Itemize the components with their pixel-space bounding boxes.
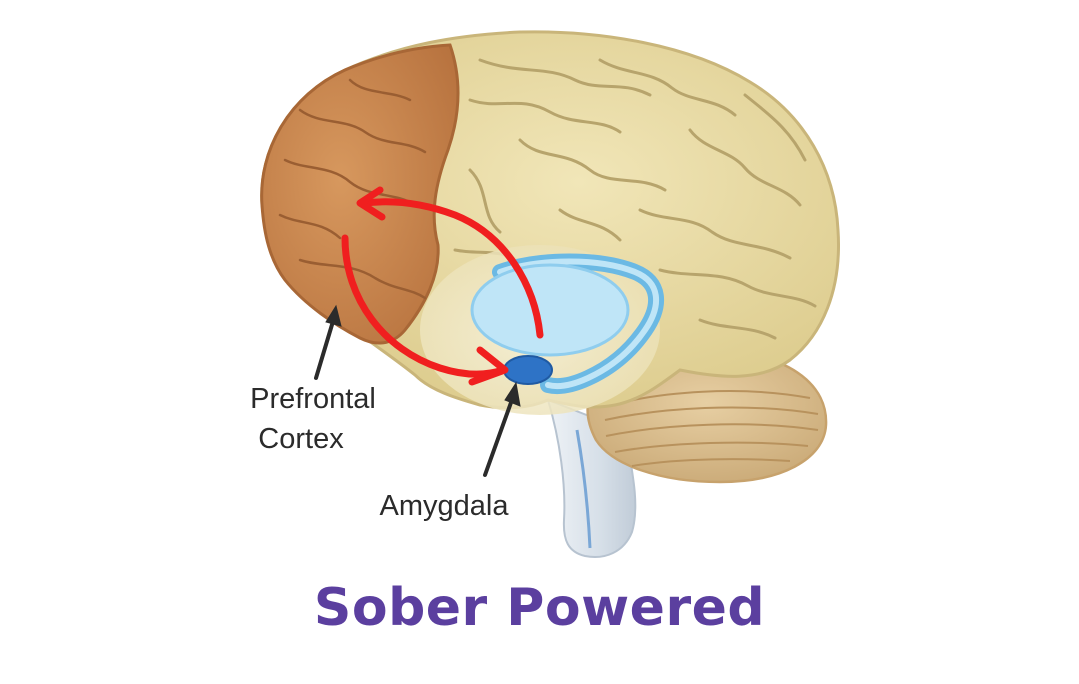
label-amygdala: Amygdala [380, 490, 510, 522]
pointer-arrows [314, 304, 521, 477]
brainstem-vessel [575, 429, 592, 549]
pointer-amygdala [483, 395, 515, 477]
cerebrum-folds [453, 58, 817, 340]
label-prefrontal-line1: Prefrontal [250, 383, 376, 415]
limbic-band-inner [497, 258, 660, 390]
thalamus [470, 263, 630, 357]
arrow-amygdala-to-prefrontal [361, 198, 544, 339]
pointer-prefrontal-head [325, 304, 342, 327]
brand-title: Sober Powered [313, 578, 766, 638]
prefrontal-cortex-region [260, 43, 460, 345]
pointer-prefrontal [314, 316, 336, 380]
connection-arrows [341, 186, 544, 386]
label-prefrontal-line2: Cortex [258, 423, 344, 455]
amygdala-marker [503, 355, 553, 385]
arrowhead-amygdala [468, 346, 509, 386]
arrowhead-prefrontal [356, 186, 386, 221]
arrow-prefrontal-to-amygdala [341, 234, 507, 378]
frontal-lobe-folds [278, 78, 427, 300]
pointer-amygdala-head [504, 381, 521, 407]
